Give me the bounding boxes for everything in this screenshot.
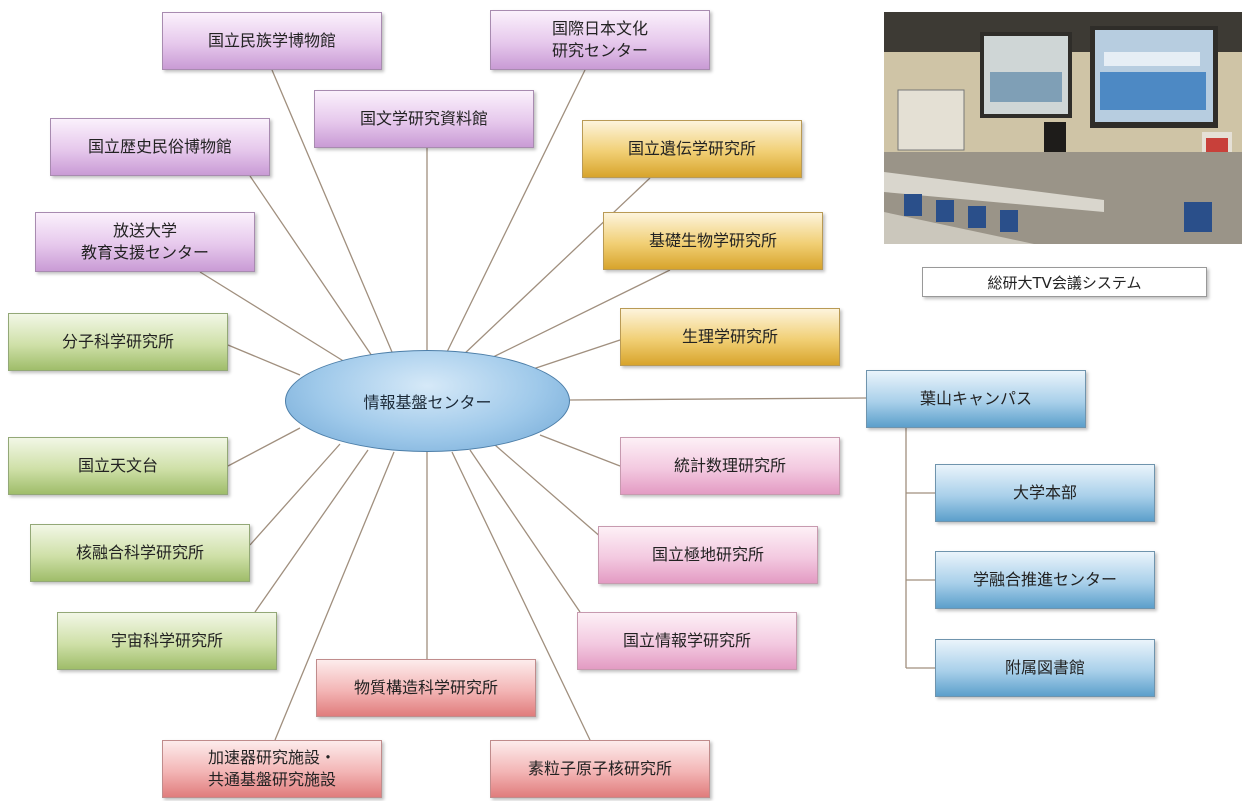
node-tenmon: 国立天文台 [8,437,228,495]
node-kyokuchi: 国立極地研究所 [598,526,818,584]
spoke-line-rekihaku [249,175,373,357]
node-yugo: 学融合推進センター [935,551,1155,609]
spoke-line-kiso [484,269,671,362]
node-library: 附属図書館 [935,639,1155,697]
spoke-line-tokei [539,434,621,467]
spoke-line-johogaku [469,449,581,613]
node-hoso: 放送大学 教育支援センター [35,212,255,272]
node-uchu: 宇宙科学研究所 [57,612,277,670]
node-kakuyugo: 核融合科学研究所 [30,524,250,582]
photo-caption: 総研大TV会議システム [922,267,1207,297]
node-rekihaku: 国立歴史民俗博物館 [50,118,270,176]
spoke-line-seiri [529,339,621,371]
node-honbu: 大学本部 [935,464,1155,522]
spoke-line-kasokuki [274,451,395,741]
node-busshitsu: 物質構造科学研究所 [316,659,536,717]
node-idenken: 国立遺伝学研究所 [582,120,802,178]
spoke-line-nichibunken [446,69,586,353]
spoke-line-bunshi [227,344,301,376]
node-soryushi: 素粒子原子核研究所 [490,740,710,798]
spoke-line-idenken [461,177,651,357]
node-kokubunken: 国文学研究資料館 [314,90,534,148]
node-nichibunken: 国際日本文化 研究センター [490,10,710,70]
spoke-line-soryushi [451,451,591,741]
spoke-line-kyokuchi [494,444,611,546]
node-hayama: 葉山キャンパス [866,370,1086,428]
spoke-line-hayama [569,397,867,401]
node-minpaku: 国立民族学博物館 [162,12,382,70]
spoke-line-kakuyugo [249,443,341,546]
node-tokei: 統計数理研究所 [620,437,840,495]
node-johogaku: 国立情報学研究所 [577,612,797,670]
node-kiso: 基礎生物学研究所 [603,212,823,270]
node-kasokuki: 加速器研究施設・ 共通基盤研究施設 [162,740,382,798]
spoke-line-hoso [199,271,346,363]
center-node: 情報基盤センター [285,350,570,452]
tv-conference-photo [884,12,1242,244]
node-seiri: 生理学研究所 [620,308,840,366]
spoke-line-uchu [254,449,369,613]
spoke-line-tenmon [227,427,301,467]
node-bunshi: 分子科学研究所 [8,313,228,371]
spoke-line-minpaku [271,69,393,353]
